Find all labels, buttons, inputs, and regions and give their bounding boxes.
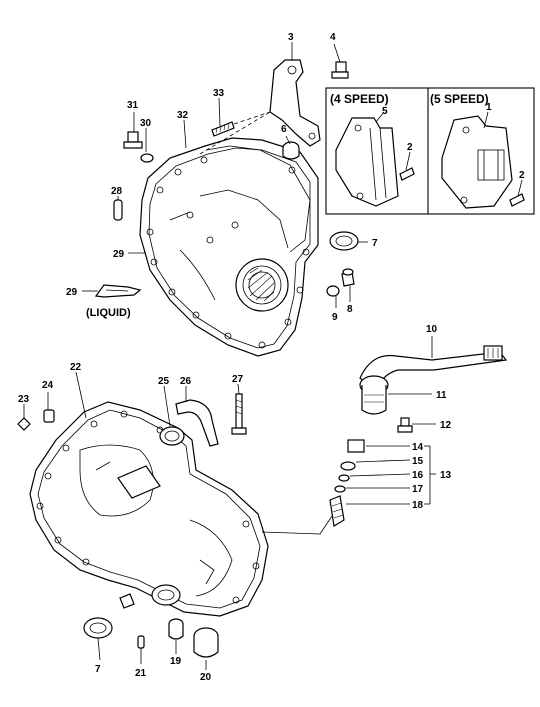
callout-8: 8	[347, 304, 353, 315]
callout-25: 25	[158, 376, 170, 387]
callout-30: 30	[140, 118, 152, 129]
pin-21	[137, 635, 145, 649]
bushing-20	[193, 627, 219, 658]
callout-7-upper: 7	[372, 238, 378, 249]
retainer-26	[175, 399, 219, 447]
callout-7-lower: 7	[95, 664, 101, 675]
plug-30-31	[123, 131, 154, 163]
callout-33: 33	[213, 88, 225, 99]
callout-15: 15	[412, 456, 424, 467]
callout-3: 3	[288, 32, 294, 43]
callout-18: 18	[412, 500, 424, 511]
callout-2-a: 2	[407, 142, 413, 153]
bolt-33	[211, 121, 235, 137]
clutch-housing	[139, 137, 319, 357]
callout-16: 16	[412, 470, 424, 481]
box-title-4-speed: (4 SPEED)	[330, 92, 389, 106]
speedometer-adapter-11	[359, 375, 389, 415]
callout-17: 17	[412, 484, 424, 495]
callout-1: 1	[486, 102, 492, 113]
callout-27: 27	[232, 374, 244, 385]
callout-31: 31	[127, 100, 139, 111]
callout-13: 13	[440, 470, 452, 481]
callout-10: 10	[426, 324, 438, 335]
callout-29-b: 29	[66, 287, 78, 298]
bracket-3	[269, 59, 321, 147]
plug-23	[17, 417, 31, 431]
callout-20: 20	[200, 672, 212, 683]
callout-9: 9	[332, 312, 338, 323]
callout-11: 11	[436, 390, 447, 401]
bolt-4	[331, 61, 349, 79]
box-title-5-speed: (5 SPEED)	[430, 92, 489, 106]
callout-26: 26	[180, 376, 192, 387]
callout-14: 14	[412, 442, 424, 453]
callout-19: 19	[170, 656, 182, 667]
sleeve-19	[168, 618, 184, 640]
oil-seal-7-lower	[83, 617, 113, 639]
callout-2-b: 2	[519, 170, 525, 181]
speedometer-gear-13	[329, 439, 365, 527]
transaxle-case-22	[29, 401, 269, 617]
callout-5: 5	[382, 106, 388, 117]
liquid-note: (LIQUID)	[86, 307, 131, 319]
callouts: 3 4 33 31 30 32 6 28 29 29 (LIQUID) 7 9 …	[18, 32, 525, 683]
oil-seal-7-upper	[329, 231, 359, 251]
speedometer-cable-10	[359, 345, 508, 394]
seal-25	[159, 426, 185, 446]
callout-24: 24	[42, 380, 54, 391]
dowel-pin-28	[113, 199, 123, 221]
callout-22: 22	[70, 362, 82, 373]
callout-6: 6	[281, 124, 287, 135]
speed-variant-box	[325, 87, 535, 215]
bolt-27	[231, 393, 247, 435]
leader-lines	[23, 42, 523, 670]
plug-8-9	[326, 268, 355, 297]
liquid-gasket-tube	[94, 284, 142, 298]
callout-12: 12	[440, 420, 452, 431]
plug-24	[43, 409, 55, 423]
callout-28: 28	[111, 186, 123, 197]
callout-29-a: 29	[113, 249, 125, 260]
callout-32: 32	[177, 110, 189, 121]
bolt-12	[397, 417, 413, 433]
breather-6	[282, 141, 300, 160]
callout-23: 23	[18, 394, 30, 405]
callout-4: 4	[330, 32, 336, 43]
callout-21: 21	[135, 668, 147, 679]
